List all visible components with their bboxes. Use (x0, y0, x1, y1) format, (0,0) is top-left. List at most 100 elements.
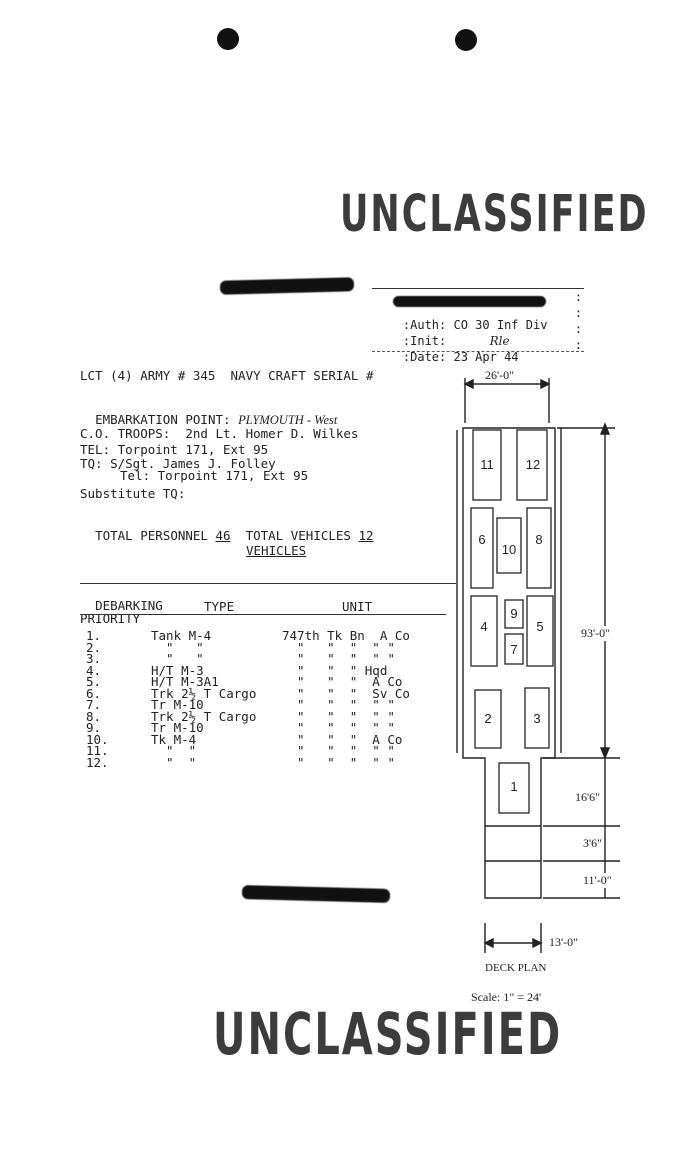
tq-line: TQ: S/Sgt. James J. Folley (80, 456, 276, 471)
classification-stamp-bottom: UNCLASSIFIED (213, 1002, 563, 1069)
deck-plan: 11 12 6 10 8 4 9 7 5 2 3 1 26'-0" 93'-0"… (455, 368, 685, 1008)
dim-3-6: 3'6" (583, 836, 603, 851)
table-row: 5. H/T M-3A1 " " " A Co (86, 676, 446, 688)
auth-label: :Auth: (402, 318, 447, 332)
table-row: 9. Tr M-10 " " " " " (86, 722, 446, 734)
row-type: H/T M-3 (151, 662, 204, 678)
redaction-bar (219, 277, 355, 295)
tq-telephone: Tel: Torpoint 171, Ext 95 (120, 468, 309, 483)
table-row: 11. " " " " " " " (86, 745, 446, 757)
row-type: " " (151, 743, 197, 758)
slot-label-6: 6 (478, 532, 485, 547)
row-priority: 10. (86, 731, 109, 747)
dim-11-0: 11'-0" (583, 873, 612, 888)
substitute-tq: Substitute TQ: (80, 486, 186, 501)
slot-label-5: 5 (536, 619, 543, 634)
row-unit: " " " A Co (282, 674, 403, 689)
redaction-bar (241, 885, 391, 903)
slot-label-11: 11 (480, 457, 494, 472)
row-unit: " " " A Co (282, 731, 403, 747)
date-value: 23 Apr 44 (453, 350, 519, 364)
table-row: 3. " " " " " " " (86, 653, 446, 665)
deck-slot-10 (496, 517, 522, 574)
row-type: Tr M-10 (151, 720, 204, 735)
embarkation-value: PLYMOUTH - West (238, 413, 338, 427)
row-priority: 5. (86, 674, 102, 689)
total-personnel-label: TOTAL PERSONNEL (95, 528, 216, 543)
punch-hole-right (455, 29, 477, 51)
dim-16-6: 16'6" (575, 790, 601, 805)
row-type: " " (151, 639, 204, 655)
row-type: Trk 2½ T Cargo (151, 708, 257, 724)
deck-plan-drawing: 11 12 6 10 8 4 9 7 5 2 3 1 (456, 378, 620, 953)
scale-note: Scale: 1" = 24' (471, 990, 542, 1004)
slot-label-4: 4 (480, 619, 487, 634)
embarkation-label: EMBARKATION POINT: (95, 412, 239, 427)
row-priority: 9. (86, 720, 102, 735)
row-unit: " " " " " (282, 754, 395, 770)
deck-slot-2 (474, 689, 502, 749)
table-row: 8. Trk 2½ T Cargo " " " " " (86, 708, 446, 724)
embarkation-point: EMBARKATION POINT: PLYMOUTH - West (80, 397, 337, 428)
row-unit: 747th Tk Bn A Co (282, 628, 410, 643)
table-row: 2. " " " " " " " (86, 639, 446, 655)
row-priority: 3. (86, 651, 102, 666)
col-header-type: TYPE (204, 599, 235, 614)
row-unit: " " " " " (282, 708, 395, 724)
dim-length: 93'-0" (581, 626, 611, 641)
slot-label-1: 1 (510, 779, 517, 794)
deck-slot-3 (524, 687, 550, 749)
totals-line: TOTAL PERSONNEL 46 TOTAL VEHICLES 12 (80, 513, 374, 543)
deck-plan-label: DECK PLAN (485, 962, 547, 974)
deck-slot-11 (472, 429, 502, 501)
table-row: 7.Tr M-10 " " " " " (86, 699, 446, 711)
slot-label-8: 8 (535, 532, 542, 547)
row-priority: 2. (86, 639, 102, 655)
init-label: :Init: (402, 334, 447, 348)
classification-stamp-top: UNCLASSIFIED (340, 186, 649, 244)
slot-label-3: 3 (533, 711, 540, 726)
row-type: " " (151, 651, 204, 666)
deck-slot-8 (526, 507, 552, 589)
row-priority: 4. (86, 662, 102, 678)
deck-slot-5 (526, 595, 554, 667)
row-unit: " " " " " (282, 697, 395, 712)
slot-label-12: 12 (526, 457, 540, 472)
co-troops-line: C.O. TROOPS: 2nd Lt. Homer D. Wilkes (80, 426, 359, 441)
punch-hole-left (217, 28, 239, 50)
auth-value: CO 30 Inf Div (453, 318, 548, 332)
deck-slot-12 (516, 429, 548, 501)
deck-slot-6 (470, 507, 494, 589)
table-row: 10. Tk M-4 " " " A Co (86, 731, 446, 747)
deck-slot-9 (504, 599, 524, 629)
row-unit: " " " " " (282, 743, 395, 758)
row-unit: " " " " " (282, 720, 395, 735)
row-priority: 11. (86, 743, 109, 758)
row-type: Tk M-4 (151, 731, 197, 747)
row-unit: " " " Sv Co (282, 685, 410, 701)
co-telephone: TEL: Torpoint 171, Ext 95 (80, 442, 269, 457)
row-priority: 12. (86, 754, 109, 770)
row-type: Trk 2½ T Cargo (151, 685, 257, 701)
lct-serial-line: LCT (4) ARMY # 345 NAVY CRAFT SERIAL # (80, 368, 374, 383)
deck-slot-7 (504, 633, 524, 665)
row-type: H/T M-3A1 (151, 674, 219, 689)
row-type: Tr M-10 (151, 697, 204, 712)
redaction-bar (393, 296, 546, 307)
row-unit: " " " Hqd (282, 662, 388, 678)
slot-label-2: 2 (484, 711, 491, 726)
declassification-authority-box: :Auth: CO 30 Inf Div :Init: Rle :Date: 2… (372, 288, 584, 364)
dim-13-0: 13'-0" (549, 935, 579, 949)
total-personnel-value: 46 (215, 528, 231, 543)
row-priority: 1. (86, 628, 102, 643)
total-vehicles-value: 12 (358, 528, 374, 543)
deck-slot-4 (470, 595, 498, 667)
table-rule-header (80, 614, 446, 615)
row-unit: " " " " " (282, 639, 395, 655)
row-priority: 8. (86, 708, 102, 724)
dim-width: 26'-0" (483, 368, 517, 383)
slot-label-9: 9 (510, 606, 517, 621)
